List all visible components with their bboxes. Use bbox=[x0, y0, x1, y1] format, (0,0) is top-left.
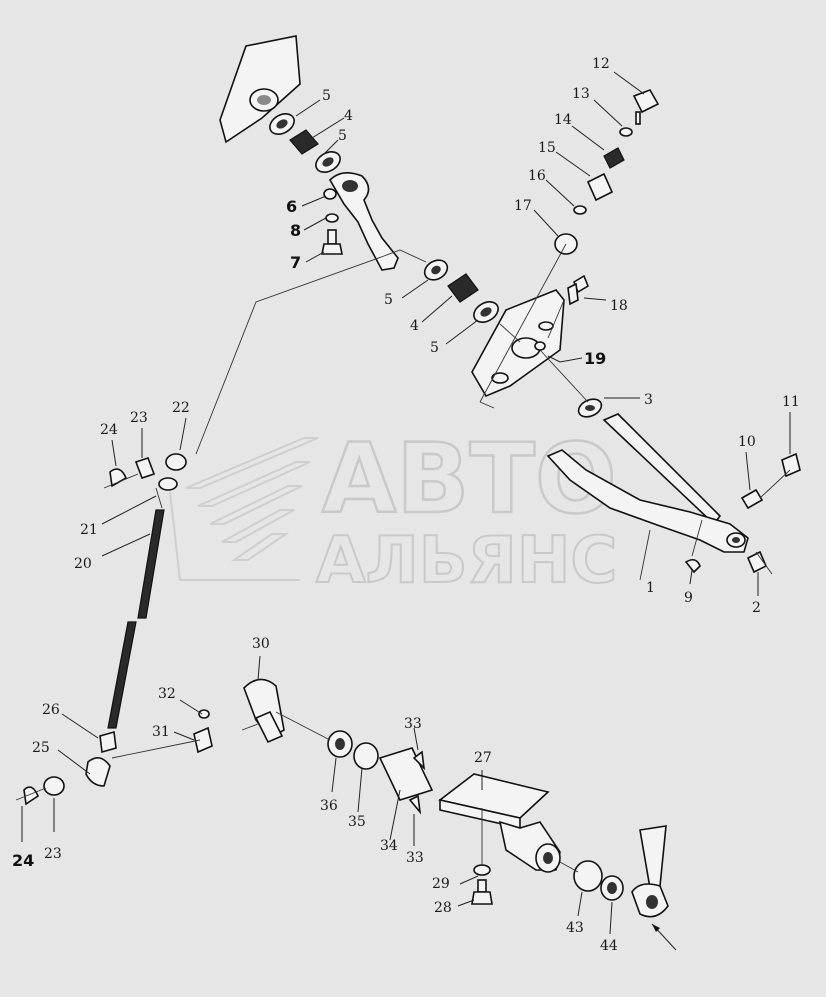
callout-44: 44 bbox=[600, 938, 618, 954]
callout-24-upper: 24 bbox=[100, 422, 118, 438]
rod-20 bbox=[107, 509, 165, 729]
callout-19: 19 bbox=[584, 349, 606, 368]
bracket-27 bbox=[438, 773, 561, 873]
callout-31: 31 bbox=[152, 724, 170, 740]
callout-5-middle-a: 5 bbox=[384, 292, 393, 308]
callout-29: 29 bbox=[432, 876, 450, 892]
callout-18: 18 bbox=[610, 298, 628, 314]
callout-36: 36 bbox=[320, 798, 338, 814]
upper-bushings bbox=[269, 113, 341, 173]
bolt-28-washer-29 bbox=[471, 864, 493, 905]
callout-35: 35 bbox=[348, 814, 366, 830]
callout-26: 26 bbox=[42, 702, 60, 718]
callout-6: 6 bbox=[286, 197, 297, 216]
watermark: АВТО АЛЬЯНС bbox=[169, 422, 618, 599]
callout-27: 27 bbox=[474, 750, 492, 766]
callout-7: 7 bbox=[290, 253, 301, 272]
lower-lever-assembly bbox=[573, 825, 677, 951]
callout-17: 17 bbox=[514, 198, 532, 214]
callout-15: 15 bbox=[538, 140, 556, 156]
assembly-axes bbox=[15, 243, 791, 873]
callout-12: 12 bbox=[592, 56, 610, 72]
callout-23-upper: 23 bbox=[130, 410, 148, 426]
main-lever-1 bbox=[546, 413, 749, 553]
lower-rod-end bbox=[23, 730, 117, 806]
parts-33-36 bbox=[327, 730, 434, 815]
parts-30-31-32 bbox=[193, 678, 285, 754]
leader-lines bbox=[21, 71, 791, 935]
bolt-7-washer-8 bbox=[321, 213, 343, 255]
callout-24-lower: 24 bbox=[12, 851, 34, 870]
callout-43: 43 bbox=[566, 920, 584, 936]
middle-bracket-plate bbox=[471, 289, 565, 398]
callout-3: 3 bbox=[644, 392, 653, 408]
callout-4-upper: 4 bbox=[344, 108, 353, 124]
callout-16: 16 bbox=[528, 168, 546, 184]
callout-34: 34 bbox=[380, 838, 398, 854]
callout-11: 11 bbox=[782, 394, 800, 410]
watermark-logo bbox=[169, 437, 319, 581]
callout-30: 30 bbox=[252, 636, 270, 652]
callout-28: 28 bbox=[434, 900, 452, 916]
callout-4-middle: 4 bbox=[410, 318, 419, 334]
callout-1: 1 bbox=[646, 580, 655, 596]
parts-2-9-10-11 bbox=[684, 452, 801, 574]
middle-bushings bbox=[423, 259, 499, 323]
callout-25: 25 bbox=[32, 740, 50, 756]
callout-23-lower: 23 bbox=[44, 846, 62, 862]
callout-5-upper-b: 5 bbox=[338, 128, 347, 144]
callout-14: 14 bbox=[554, 112, 572, 128]
callout-2: 2 bbox=[752, 600, 761, 616]
callout-9: 9 bbox=[684, 590, 693, 606]
callout-33-lower: 33 bbox=[406, 850, 424, 866]
upper-bracket-plate bbox=[219, 35, 301, 144]
callout-33-upper: 33 bbox=[404, 716, 422, 732]
callout-32: 32 bbox=[158, 686, 176, 702]
callout-22: 22 bbox=[172, 400, 190, 416]
callout-5-upper-a: 5 bbox=[322, 88, 331, 104]
callout-5-middle-b: 5 bbox=[430, 340, 439, 356]
callout-13: 13 bbox=[572, 86, 590, 102]
callout-20: 20 bbox=[74, 556, 92, 572]
callout-8: 8 bbox=[290, 221, 301, 240]
upper-rod-end bbox=[109, 453, 187, 491]
washer-3 bbox=[577, 398, 603, 418]
callout-10: 10 bbox=[738, 434, 756, 450]
callout-21: 21 bbox=[80, 522, 98, 538]
watermark-line2: АЛЬЯНС bbox=[316, 524, 617, 598]
callout-labels: 1 2 3 4 4 5 5 5 5 6 7 8 9 10 11 12 13 14… bbox=[12, 56, 800, 954]
upper-lever-arm bbox=[323, 172, 399, 271]
bolt-18 bbox=[567, 274, 589, 306]
